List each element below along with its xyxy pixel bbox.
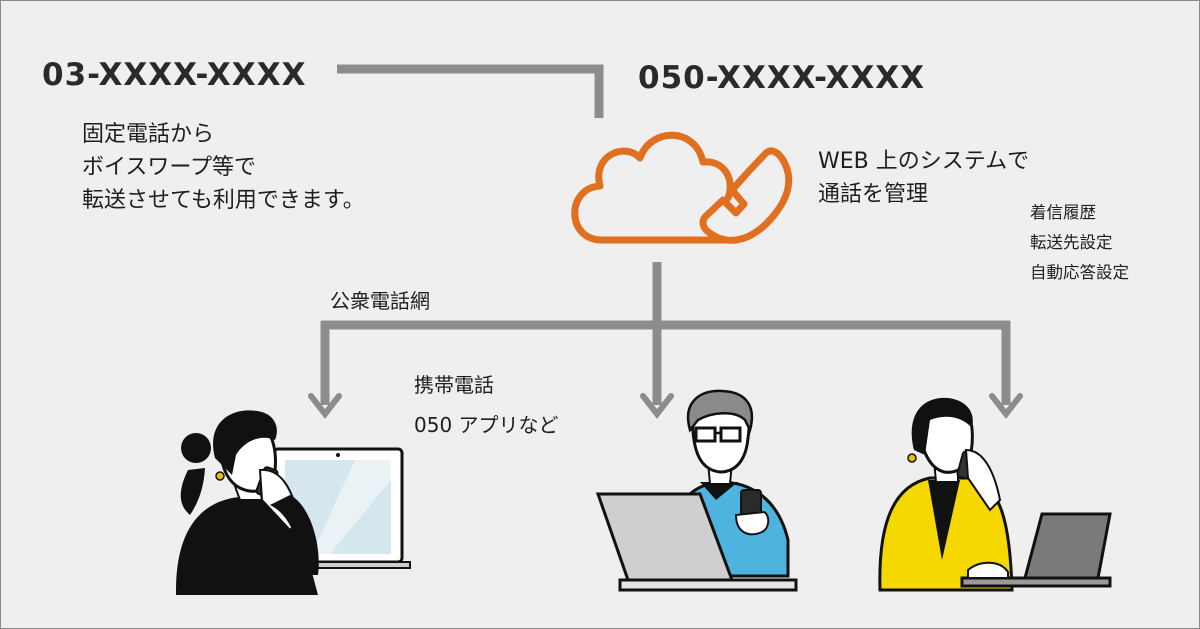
mobile-note-line: 050 アプリなど <box>414 413 559 437</box>
left-note-line: 転送させても利用できます。 <box>82 188 365 213</box>
left-note-line: ボイスワープ等で <box>82 155 257 180</box>
mobile-note: 携帯電話 050 アプリなど <box>414 368 559 442</box>
ip-number: 050-XXXX-XXXX <box>638 60 926 96</box>
man-smartphone-laptop <box>595 389 798 592</box>
arrow-down-icon <box>640 393 674 419</box>
left-note: 固定電話から ボイスワープ等で 転送させても利用できます。 <box>82 118 365 217</box>
connector-landline <box>337 64 604 118</box>
feature-item: 転送先設定 <box>1030 233 1113 252</box>
network-label: 公衆電話網 <box>330 289 430 313</box>
landline-number: 03-XXXX-XXXX <box>42 57 307 93</box>
left-note-line: 固定電話から <box>82 122 215 147</box>
feature-item: 自動応答設定 <box>1030 263 1129 282</box>
arrow-down-icon <box>989 393 1023 419</box>
feature-item: 着信履歴 <box>1030 203 1096 222</box>
arrow-down-icon <box>308 393 342 419</box>
cloud-note-line: 通話を管理 <box>818 182 929 207</box>
woman-yellow-laptop <box>878 397 1112 592</box>
cloud-phone-icon <box>571 131 793 244</box>
woman-phone-laptop <box>176 410 411 595</box>
mobile-note-line: 携帯電話 <box>414 373 494 397</box>
cloud-note: WEB 上のシステムで 通話を管理 <box>818 145 1029 211</box>
feature-list: 着信履歴 転送先設定 自動応答設定 <box>1030 198 1129 288</box>
cloud-note-line: WEB 上のシステムで <box>818 149 1030 174</box>
